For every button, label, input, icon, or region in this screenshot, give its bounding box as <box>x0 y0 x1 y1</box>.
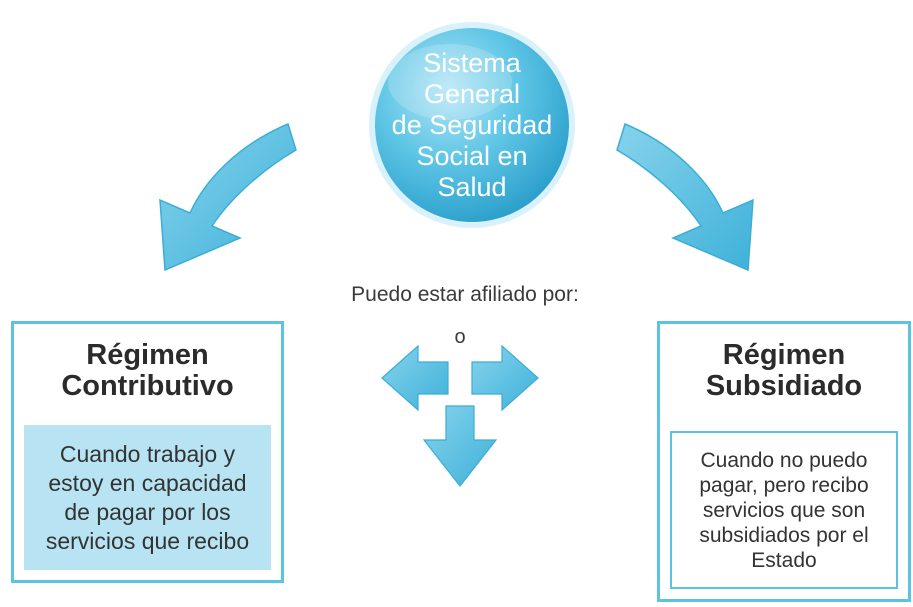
title-line: Subsidiado <box>705 370 863 402</box>
three-way-arrow-icon <box>381 344 539 487</box>
regime-contributivo-title: Régimen Contributivo <box>14 324 281 402</box>
desc-line: Estado <box>751 548 817 572</box>
central-label-line: de Seguridad <box>391 109 553 140</box>
regime-contributivo-description: Cuando trabajo y estoy en capacidad de p… <box>24 425 271 570</box>
affiliation-prompt: Puedo estar afiliado por: <box>351 283 579 306</box>
central-sphere <box>369 22 575 228</box>
regime-contributivo-box: Régimen Contributivo Cuando trabajo y es… <box>11 321 284 583</box>
or-label: o <box>454 326 466 348</box>
regime-subsidiado-description: Cuando no puedo pagar, pero recibo servi… <box>670 431 898 589</box>
regime-subsidiado-box: Régimen Subsidiado Cuando no puedo pagar… <box>657 321 911 602</box>
desc-line: servicios que recibo <box>45 527 250 554</box>
central-label-line: Sistema <box>423 47 521 78</box>
title-line: Régimen <box>86 339 209 371</box>
title-line: Contributivo <box>61 370 234 402</box>
central-label-line: Salud <box>437 171 507 202</box>
desc-line: servicios que son <box>702 498 866 522</box>
title-line: Régimen <box>722 339 846 371</box>
curved-arrow-left-icon <box>159 122 297 272</box>
desc-line: Cuando no puedo <box>700 448 868 472</box>
central-label-line: General <box>423 78 521 109</box>
desc-line: Cuando trabajo y <box>59 440 236 467</box>
central-label-line: Social en <box>416 140 528 171</box>
curved-arrow-right-icon <box>616 122 754 272</box>
central-label: Sistema General de Seguridad Social en S… <box>372 20 572 230</box>
desc-line: subsidiados por el <box>699 523 869 547</box>
desc-line: de pagar por los <box>64 498 231 525</box>
desc-line: estoy en capacidad <box>48 469 247 496</box>
desc-line: pagar, pero recibo <box>699 473 869 497</box>
regime-subsidiado-title: Régimen Subsidiado <box>660 324 908 402</box>
